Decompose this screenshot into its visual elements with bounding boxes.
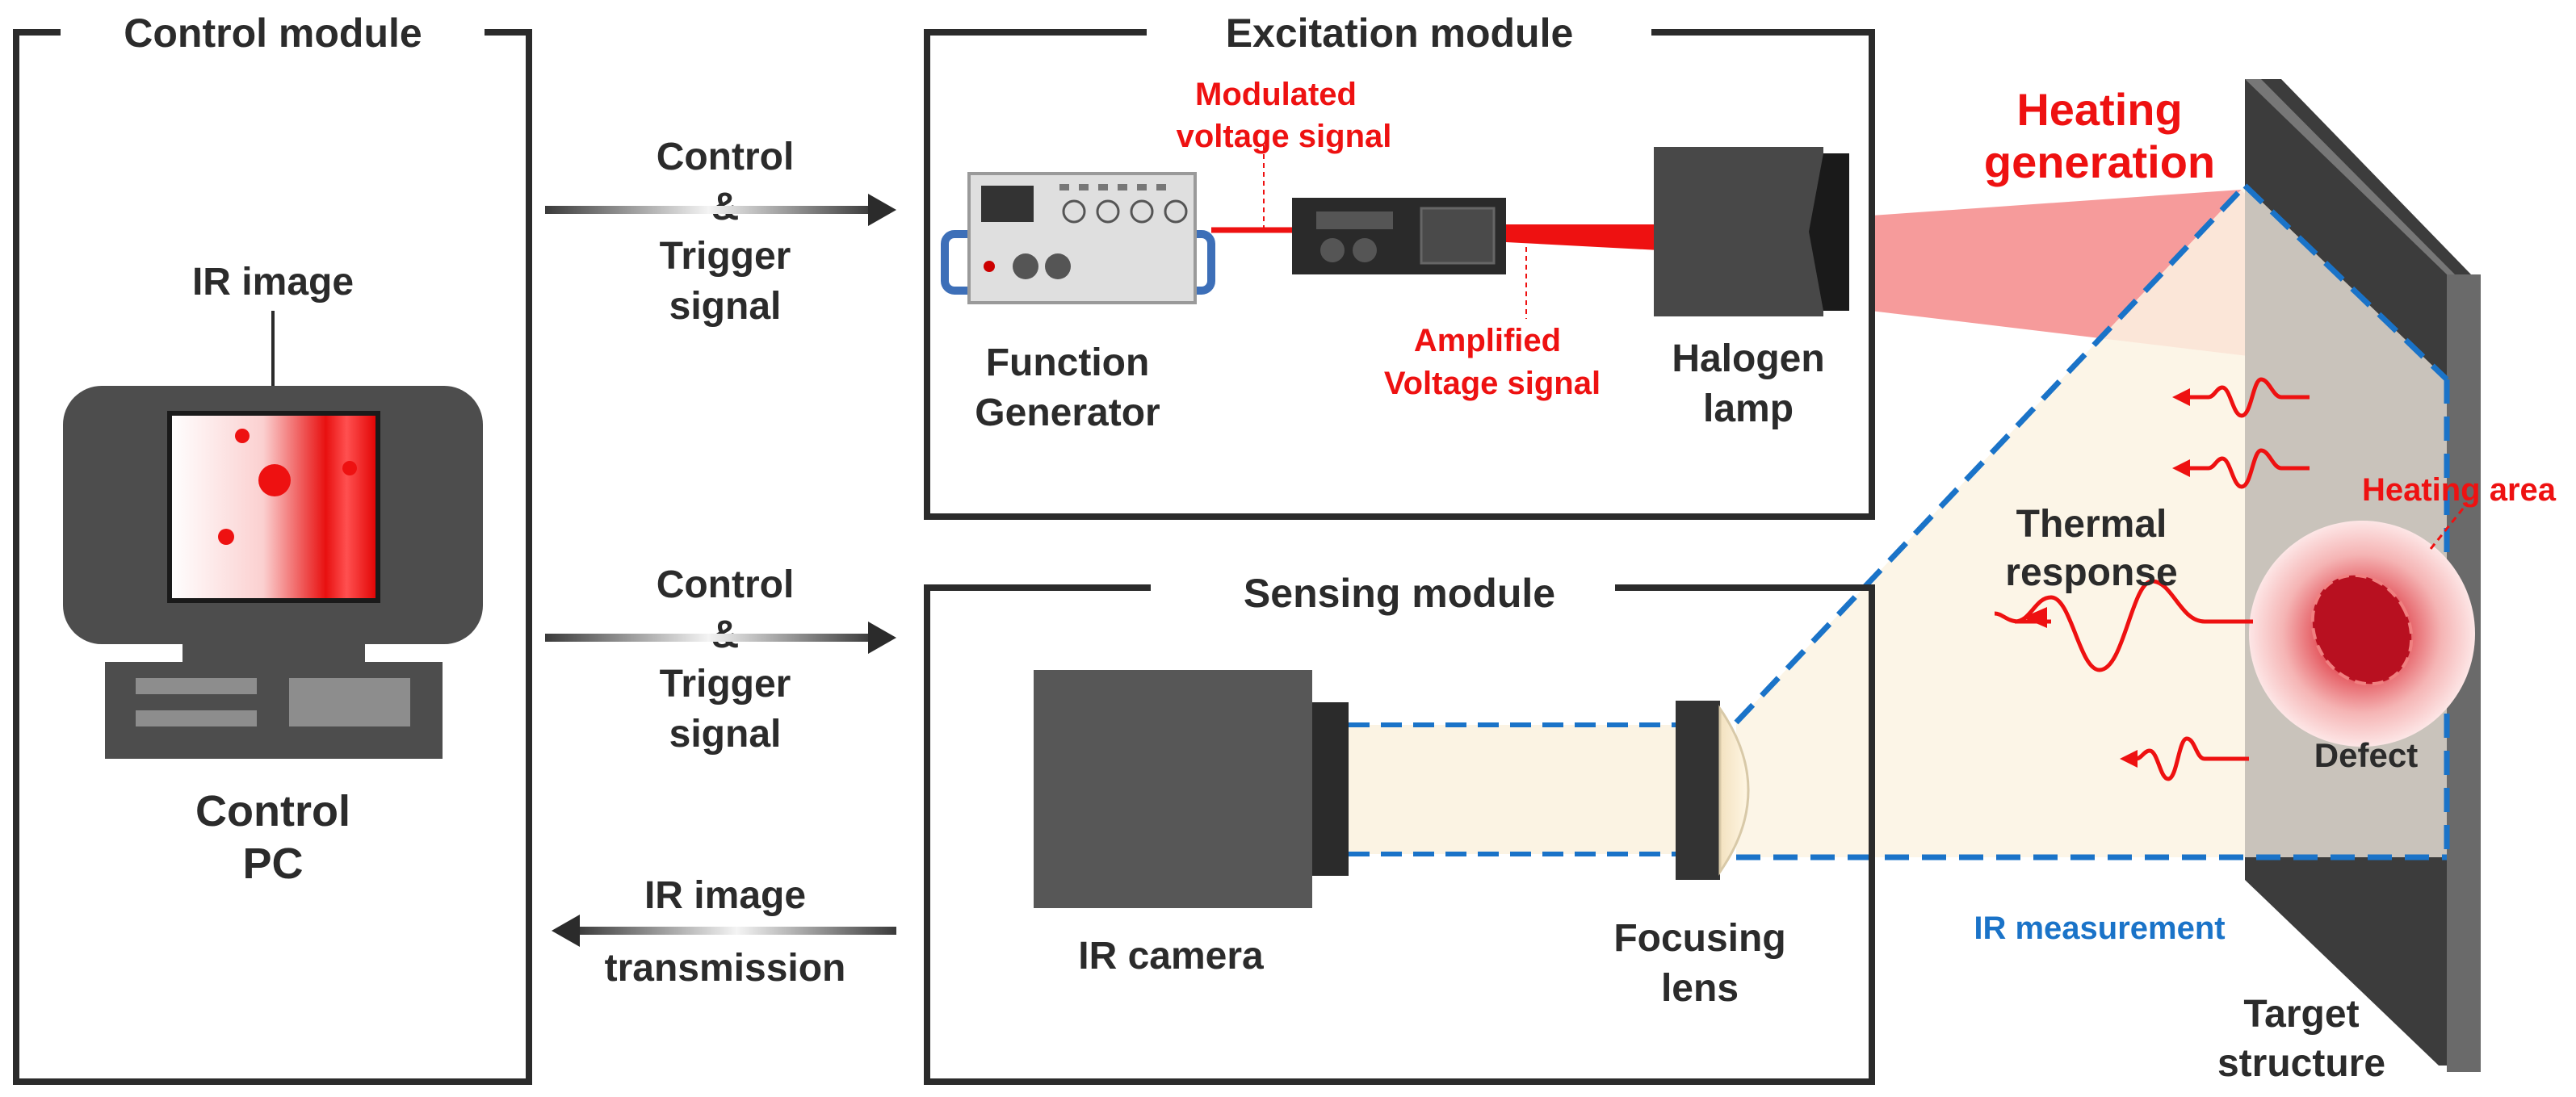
lens-element [1718, 705, 1750, 876]
signal-top-line4: signal [669, 285, 782, 328]
arrow-head-bottom [552, 915, 580, 947]
function-generator-line1: Function [986, 341, 1150, 384]
amp-knob-1 [1320, 238, 1345, 262]
arrow-shaft-bottom [577, 927, 896, 935]
ir-camera-icon [1034, 670, 1349, 908]
excitation-module-frame [924, 29, 1875, 520]
signal-middle-line1: Control [657, 563, 795, 606]
defect-label: Defect [2314, 736, 2418, 774]
signal-bottom-line1: IR image [644, 874, 806, 917]
hotspot-small-2 [218, 529, 234, 545]
heating-generation-line2: generation [1984, 136, 2215, 187]
signal-bottom-line2: transmission [605, 947, 846, 990]
arrow-head-top [868, 194, 896, 226]
control-pc-label-line2: PC [242, 839, 303, 888]
fg-display [981, 186, 1034, 222]
ir-optical-path [1349, 725, 1728, 854]
target-structure-line2: structure [2217, 1042, 2385, 1085]
lens-holder [1676, 701, 1720, 880]
sensing-module-frame [924, 584, 1875, 1085]
thermal-wave-3 [2132, 736, 2249, 781]
lamp-reflector [1809, 153, 1849, 311]
hotspot-small-1 [235, 429, 250, 443]
arrow-shaft-top [545, 206, 872, 214]
ir-measurement-label: IR measurement [1974, 911, 2225, 946]
sensing-module: Sensing module IR camera Focusing lens [924, 571, 1875, 1085]
modulated-signal-line2: voltage signal [1177, 119, 1392, 154]
control-module-title: Control module [124, 10, 422, 56]
ir-measurement-cone [1736, 186, 2245, 857]
target-plate-top [2245, 79, 2455, 274]
ir-camera-lens-mount [1312, 702, 1349, 876]
signal-arrow-bottom: IR image transmission [552, 874, 896, 990]
amplified-signal-cable [1506, 224, 1659, 250]
fg-power-led [984, 261, 995, 272]
amp-panel [1420, 207, 1496, 265]
focusing-lens-line1: Focusing [1613, 917, 1785, 960]
signal-top-line1: Control [657, 136, 795, 178]
thermal-response-line1: Thermal [2016, 503, 2167, 546]
fg-knobs [1062, 199, 1188, 224]
control-pc-icon [63, 386, 483, 759]
target-structure: Defect Heating area Thermal response Hea… [1734, 79, 2557, 1085]
target-structure-line1: Target [2243, 993, 2359, 1036]
halogen-lamp-icon [1654, 147, 1849, 316]
halogen-lamp-line2: lamp [1703, 387, 1794, 430]
arrow-head-middle [868, 622, 896, 654]
amplified-signal-line1: Amplified [1414, 323, 1561, 358]
function-generator-icon [941, 172, 1215, 304]
defect-core [2310, 573, 2414, 686]
modulated-signal-line1: Modulated [1195, 77, 1357, 112]
ir-image-label: IR image [192, 261, 354, 304]
heating-area-label: Heating area [2362, 472, 2557, 508]
excitation-module: Excitation module Function Generator Mod… [924, 10, 1875, 520]
arrow-shaft-middle [545, 634, 872, 642]
hotspot-large [258, 464, 291, 496]
control-module: Control module IR image Control PC [13, 10, 532, 1085]
drive-slot-2 [136, 710, 257, 726]
fg-output-2 [1045, 253, 1071, 279]
control-module-frame [13, 29, 532, 1085]
thermal-wave-2 [2184, 448, 2310, 489]
excitation-module-title: Excitation module [1226, 10, 1574, 56]
thermal-wave-main [1994, 579, 2253, 672]
thermal-waves [1994, 377, 2310, 781]
hotspot-small-3 [342, 461, 357, 475]
thermal-wave-1 [2184, 377, 2310, 418]
ir-image-display [167, 411, 380, 603]
heating-area-leader [2429, 508, 2465, 550]
drive-bay [289, 678, 410, 726]
signal-arrow-top: Control & Trigger signal [545, 136, 896, 328]
amplifier-icon [1292, 198, 1506, 274]
signal-middle-line4: signal [669, 713, 782, 756]
amp-display [1316, 211, 1393, 229]
drive-slot-1 [136, 678, 257, 694]
thermal-response-line2: response [2005, 551, 2177, 594]
focusing-lens-line2: lens [1661, 967, 1739, 1010]
ir-cone-upper-edge [1734, 183, 2247, 725]
amp-knob-2 [1353, 238, 1377, 262]
lamp-body [1654, 147, 1823, 316]
function-generator-line2: Generator [975, 391, 1160, 434]
ir-camera-body [1034, 670, 1312, 908]
amplified-signal-line2: Voltage signal [1384, 366, 1601, 401]
fg-output-1 [1013, 253, 1038, 279]
monitor-neck [183, 644, 365, 662]
sensing-module-title: Sensing module [1244, 571, 1555, 616]
signal-arrow-middle: Control & Trigger signal [545, 563, 896, 756]
control-pc-label-line1: Control [195, 787, 350, 835]
focusing-lens-icon [1676, 701, 1750, 880]
heating-generation-line1: Heating [2016, 84, 2182, 135]
signal-middle-line3: Trigger [660, 663, 791, 706]
signal-top-line3: Trigger [660, 235, 791, 278]
ir-camera-label: IR camera [1078, 935, 1264, 978]
halogen-lamp-line1: Halogen [1672, 337, 1824, 380]
